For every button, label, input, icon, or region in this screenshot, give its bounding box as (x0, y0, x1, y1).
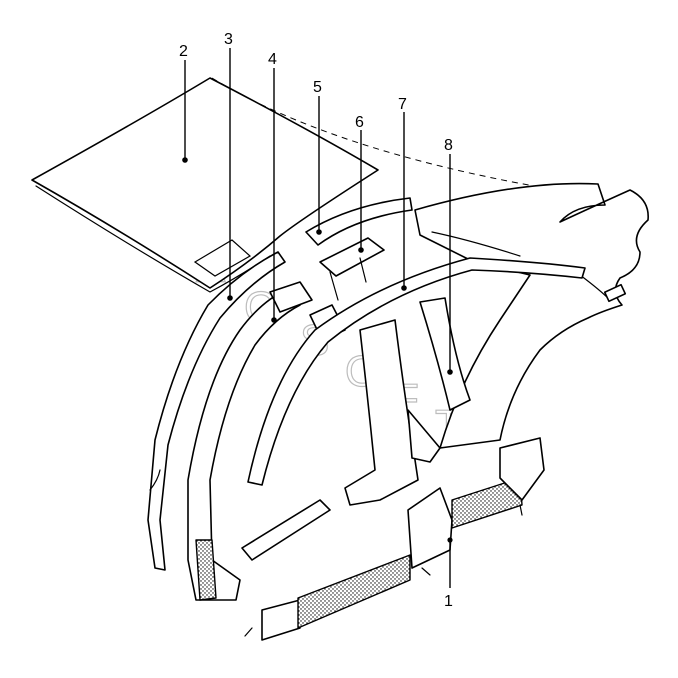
callout-2: 2 (179, 43, 188, 60)
c-pillar-reinforcement (419, 297, 471, 411)
front-rocker-strip (241, 499, 331, 561)
callout-5: 5 (313, 79, 322, 96)
callout-labels: 1 2 3 4 5 6 7 8 (179, 31, 453, 610)
callout-6: 6 (355, 114, 364, 131)
leader-lines (182, 48, 453, 588)
callout-4: 4 (268, 51, 277, 68)
rocker-sill-panel (244, 437, 545, 641)
callout-3: 3 (224, 31, 233, 48)
callout-1: 1 (444, 593, 453, 610)
quarter-panel (414, 182, 649, 449)
upper-side-rail (305, 197, 413, 246)
roof-panel (31, 77, 379, 293)
a-pillar-lower-stipple (195, 539, 217, 601)
door-frame-rail (247, 257, 586, 486)
b-pillar (344, 319, 441, 506)
callout-8: 8 (444, 137, 453, 154)
callout-7: 7 (398, 96, 407, 113)
outer-roof-rail (147, 251, 286, 571)
